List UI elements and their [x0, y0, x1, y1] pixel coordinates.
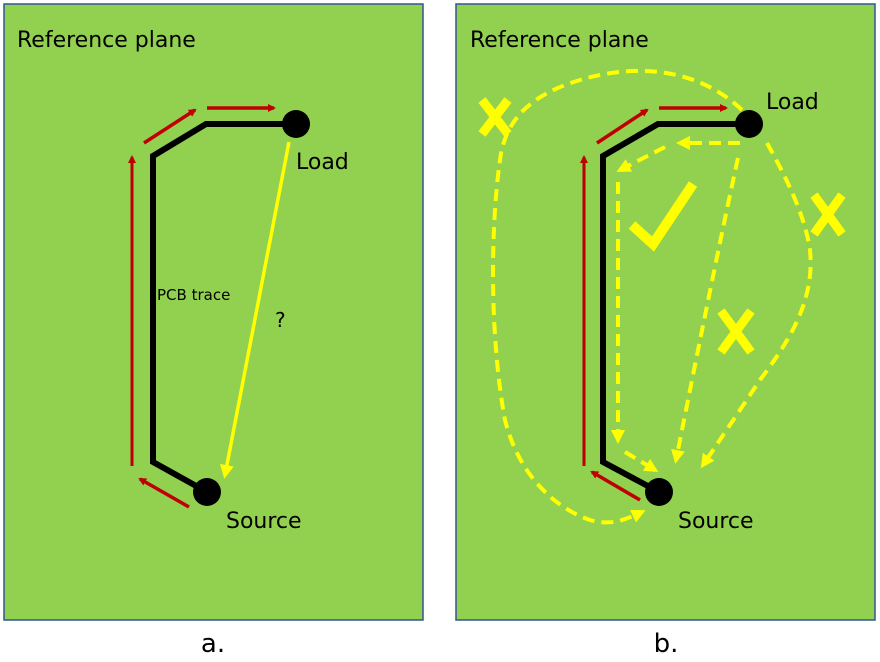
direct-return-path-a [220, 141, 291, 479]
source-label-b: Source [678, 509, 754, 534]
cross-icon [478, 97, 512, 137]
load-node-b [735, 110, 763, 138]
load-label-b: Load [766, 90, 819, 115]
load-label-a: Load [296, 150, 349, 175]
source-node-a [193, 478, 221, 506]
source-node-b [645, 478, 673, 506]
outer-loop-path [491, 68, 744, 525]
source-label-a: Source [226, 509, 302, 534]
reference-plane-a [3, 3, 424, 621]
current-arrow-diag-b [596, 108, 649, 145]
correct-return-path-bottom [623, 450, 659, 473]
correct-return-path-diag [616, 145, 666, 172]
right-loop-path [700, 142, 813, 469]
reference-plane-title-b: Reference plane [470, 28, 649, 53]
panel-b: Reference plane [455, 3, 876, 659]
current-arrow-bottom-b [590, 470, 641, 502]
cross-icon [810, 192, 846, 237]
caption-a: a. [201, 629, 225, 659]
caption-b: b. [654, 629, 679, 659]
panel-a: Reference plane Load Source PCB trace ? … [3, 3, 424, 659]
pcb-trace-a [150, 121, 296, 495]
reference-plane-title-a: Reference plane [17, 28, 196, 53]
pcb-trace-label: PCB trace [157, 286, 230, 304]
cross-icon [717, 308, 755, 355]
load-node-a [282, 110, 310, 138]
pcb-trace-b [600, 121, 749, 495]
question-mark: ? [275, 308, 286, 332]
current-arrow-bottom-a [138, 477, 190, 509]
current-arrow-diag-a [143, 108, 197, 145]
check-icon [628, 181, 698, 252]
direct-return-path-b [671, 157, 740, 464]
